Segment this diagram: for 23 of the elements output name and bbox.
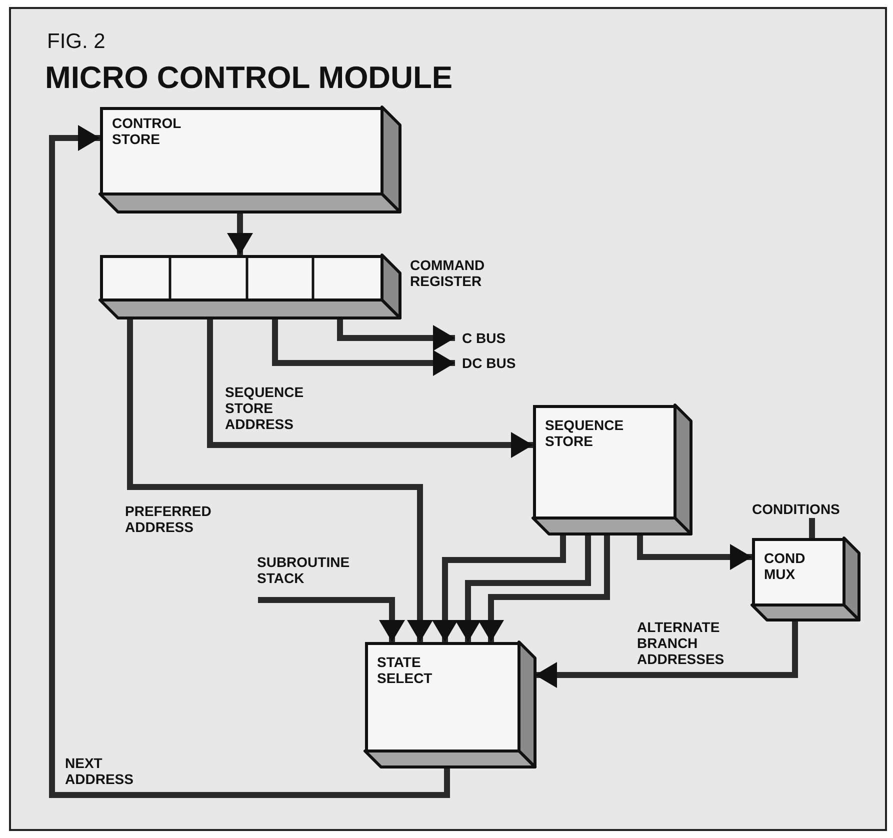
bus-arrow	[272, 318, 455, 376]
block-label: CONDITIONS	[752, 501, 841, 517]
bus-arrow	[127, 318, 433, 642]
bus-arrow	[455, 535, 591, 642]
diagram-title: MICRO CONTROL MODULE	[45, 60, 453, 96]
edge-label: PREFERRED ADDRESS	[125, 503, 212, 535]
bus-arrow	[258, 597, 405, 642]
bus-arrow	[637, 535, 752, 570]
block-label: DC BUS	[462, 355, 517, 371]
bus-arrow	[535, 620, 798, 688]
bus-arrow	[478, 535, 610, 642]
bus-arrow	[49, 125, 450, 798]
block-label: COMMAND REGISTER	[410, 257, 486, 289]
edge-label: NEXT ADDRESS	[65, 755, 134, 787]
edge-label: SEQUENCE STORE ADDRESS	[225, 384, 305, 432]
edge-label: ALTERNATE BRANCH ADDRESSES	[637, 619, 726, 667]
bus-arrow	[227, 212, 253, 255]
bus-arrow	[337, 318, 455, 351]
block-label: C BUS	[462, 330, 507, 346]
bus-arrow	[432, 535, 566, 642]
bus-arrow	[207, 318, 533, 458]
block-label: SUBROUTINE STACK	[257, 554, 351, 586]
figure-number: FIG. 2	[47, 30, 106, 54]
